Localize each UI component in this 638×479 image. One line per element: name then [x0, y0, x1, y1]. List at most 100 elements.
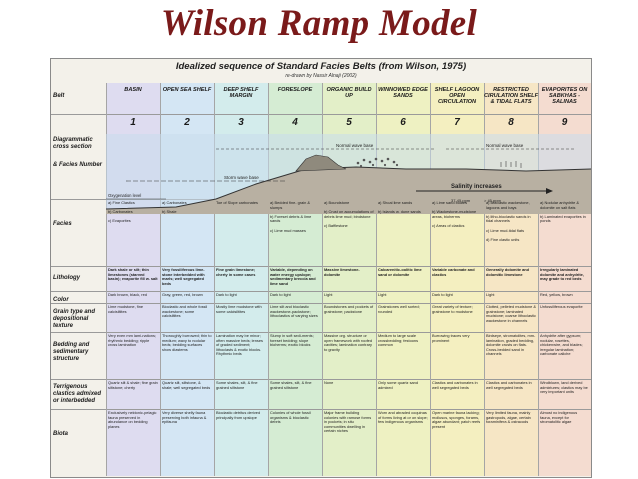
cell-biota: Almost no indigenous fauna, except for s… [540, 411, 578, 425]
cell-color: Light [486, 293, 495, 297]
cell-terrigenous: None [324, 381, 334, 385]
cell-biota: Bioclastic detritus derived principally … [216, 411, 261, 420]
cell-bedding: Burrowing traces very prominent [432, 334, 470, 343]
cell-bedding: Very even mm lami-nations; rhythmic bedd… [108, 334, 157, 348]
diagrammatic-cross-section: Normal wave base Normal wave base Storm … [106, 134, 591, 214]
belt-header: ORGANIC BUILD UP [326, 87, 372, 100]
cell-lithology: Variable carbonate and clastics [432, 268, 475, 277]
page-title: Wilson Ramp Model [160, 3, 478, 44]
cell-color: Gray, green, red, brown [162, 293, 203, 297]
cell-lithology: Massive limestone-dolomite [324, 268, 360, 277]
facies-number: 8 [508, 117, 514, 128]
cell-bedding: Massive org. structure or open framework… [324, 334, 373, 352]
belt-header: EVAPORITES ON SABKHAS - SALINAS [541, 87, 588, 106]
row-label-grain-type: Grain type and depositional texture [53, 309, 96, 329]
cell-lithology: Generally dolomite and dolomitic limesto… [486, 268, 530, 277]
cell-facies: Toe of Slope carbonates [216, 201, 258, 205]
row-divider [51, 379, 591, 380]
cell-lithology: Dark shale or silt; thin limestones (sta… [108, 268, 158, 282]
column-divider [160, 83, 161, 476]
normal-wave-base-label-right: Normal wave base [486, 143, 524, 148]
cell-facies: a) Fine Clastics b) Carbonates c) Evapor… [108, 201, 135, 224]
cell-terrigenous: Quartz silt, siltstone, & shale; well se… [162, 381, 211, 390]
organic-buildup [295, 154, 347, 172]
row-label-facies-number: & Facies Number [53, 162, 103, 168]
cell-biota: Colonies of whole fossil organisms & bio… [270, 411, 311, 425]
cell-lithology: Fine grain limestone; cherty in some cas… [216, 268, 256, 277]
cell-biota: Open marine fauna lacking; molluscs, spo… [432, 411, 481, 429]
cell-facies: a) Nodular anhydrite & dolomite on salt … [540, 201, 586, 224]
row-divider [51, 114, 591, 115]
cell-terrigenous: Windblown, land derived admixtures; clas… [540, 381, 588, 395]
facies-number: 4 [292, 117, 298, 128]
belt-header: WINNOWED EDGE SANDS [378, 87, 428, 100]
belt-header: FORESLOPE [277, 87, 313, 93]
row-label-facies: Facies [53, 221, 72, 227]
column-divider [106, 83, 107, 476]
cell-color: Light [378, 293, 387, 297]
cell-lithology: Irregularly laminated dolomite and anhyd… [540, 268, 584, 282]
belt-header: DEEP SHELF MARGIN [223, 87, 259, 100]
row-divider [51, 332, 591, 333]
normal-wave-base-label: Normal wave base [336, 143, 374, 148]
belt-header: BASIN [124, 87, 142, 93]
cell-bedding: Birdseye, stromatolites, mm-lamination, … [486, 334, 536, 357]
row-label-lithology: Lithology [53, 275, 80, 281]
facies-number: 2 [184, 117, 190, 128]
column-divider [376, 83, 377, 476]
cell-terrigenous: Some shales, silt, & fine grained siltst… [270, 381, 312, 390]
cell-terrigenous: Only some quartz sand admixed [378, 381, 419, 390]
cell-color: Dark brown, black, red [108, 293, 147, 297]
salinity-label: Salinity increases [451, 184, 502, 190]
cell-facies: a) Carbonates b) Shale [162, 201, 187, 215]
belt-header: RESTRICTED CIRULATION SHELF & TIDAL FLAT… [484, 87, 538, 106]
cell-color: Dark to light [432, 293, 453, 297]
facies-number: 6 [400, 117, 406, 128]
cell-grain-type: Clotted, pelleted mudstone & grainstone;… [486, 305, 536, 323]
facies-belt-figure: Idealized sequence of Standard Facies Be… [50, 58, 592, 478]
cell-color: Light [324, 293, 333, 297]
row-label-color: Color [53, 297, 69, 303]
oxygenation-level-label: Oxygenation level [108, 193, 141, 198]
cell-terrigenous: Clastics and carbonates in well segregat… [432, 381, 478, 390]
cell-lithology: Calcarenitic-oolitic lime sand or dolomi… [378, 268, 422, 277]
figure-subtitle: re-drawn by Nassir Alnaji (2002) [285, 73, 357, 79]
cell-grain-type: Great variety of texture; grainstone to … [432, 305, 473, 314]
column-divider [214, 83, 215, 476]
sea-floor [106, 167, 591, 214]
cell-biota: Exclusively nektonic-pelagic fauna prese… [108, 411, 157, 429]
cell-biota: Major frame building colonies with ramos… [324, 411, 372, 434]
facies-number: 9 [561, 117, 568, 128]
cell-terrigenous: Clastics and carbonates in well segregat… [486, 381, 532, 390]
cell-facies: a) Shoal lime sands b) Islands w. dune s… [378, 201, 421, 215]
cell-color: Red, yellow, brown [540, 293, 573, 297]
cell-biota: Very limited fauna, mainly gastropods, a… [486, 411, 531, 425]
facies-number: 1 [130, 117, 136, 128]
cell-lithology: Very fossiliferous lime-stone interbedde… [162, 268, 205, 286]
facies-number: 7 [454, 117, 460, 128]
cell-facies: a) Bioclastic wackestone, lagoons and ba… [486, 201, 531, 242]
cell-grain-type: Lime silt and bioclastic wackestone-pack… [270, 305, 318, 319]
cell-bedding: Anhydrite after gypsum; nodular, rosette… [540, 334, 583, 357]
row-label-bedding: Bedding and sedimentary structure [53, 342, 90, 362]
cell-facies: a) Boundstone b) Crust on accumulations … [324, 201, 374, 228]
row-divider [51, 266, 591, 267]
column-divider [322, 83, 323, 476]
column-divider [268, 83, 269, 476]
row-divider [51, 303, 591, 304]
cell-terrigenous: Some shales, silt, & fine grained siltst… [216, 381, 258, 390]
cell-grain-type: Boundstones and pockets of grainstone; p… [324, 305, 374, 314]
cell-biota: Very diverse shelly fauna preserving bot… [162, 411, 207, 425]
cell-bedding: Slump in soft sedi-ments; foreset beddin… [270, 334, 314, 348]
storm-wave-base-label: Storm wave base [224, 175, 259, 180]
cell-facies: a) Bedded fine- grain & slumps b) Forese… [270, 201, 312, 233]
cell-color: Dark to light [270, 293, 291, 297]
cell-bedding: Thoroughly burrowed; thin to medium; wav… [162, 334, 212, 352]
salinity-low-label: 37-45 ppm [451, 198, 471, 203]
column-divider [484, 83, 485, 476]
column-divider [430, 83, 431, 476]
figure-title: Idealized sequence of Standard Facies Be… [175, 61, 467, 72]
row-label-cross-section: Diagrammatic cross section [53, 137, 93, 150]
cell-biota: Worn and abraded coquinas of forms livin… [378, 411, 428, 425]
cell-grain-type: Lime mudstone, fine calcisiltites [108, 305, 144, 314]
